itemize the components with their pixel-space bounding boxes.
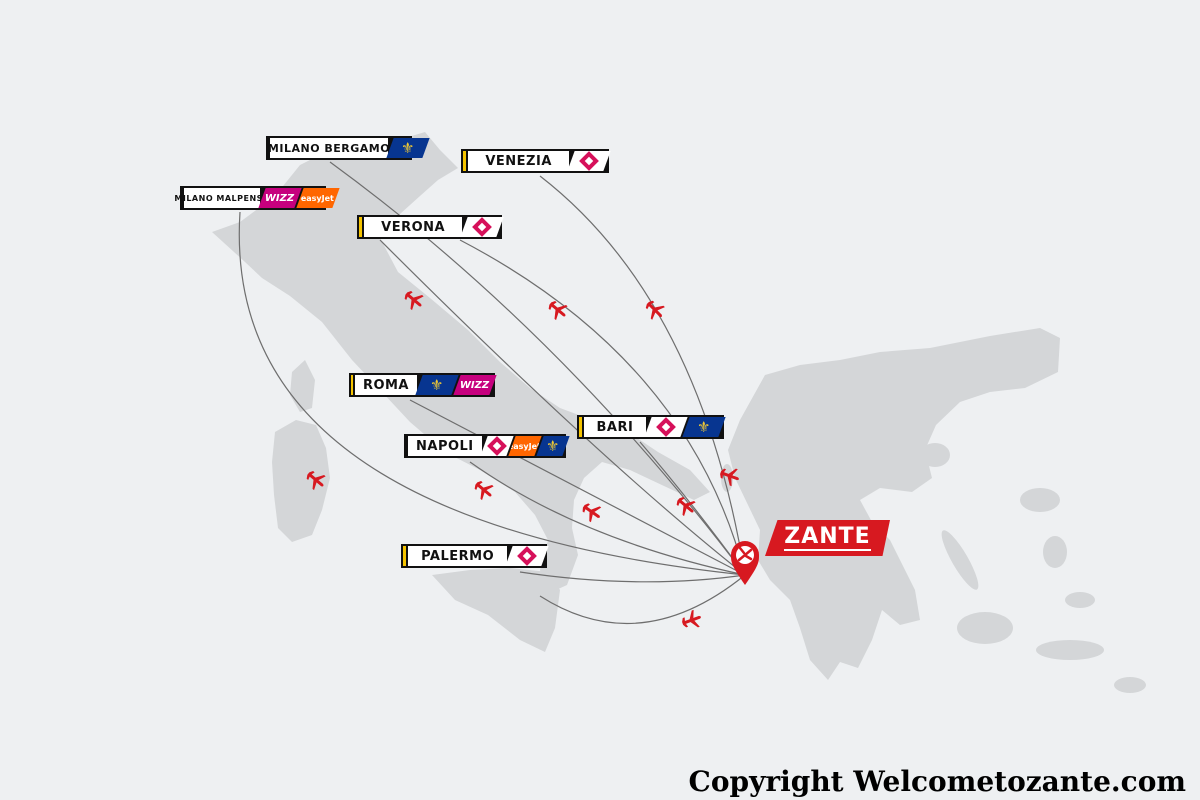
destination-name: ZANTE — [784, 524, 871, 551]
airline-logos: easyJet ⚜ — [480, 436, 570, 456]
airline-logos — [505, 546, 549, 566]
cyclades-landmass — [957, 612, 1013, 644]
plane-markers — [306, 291, 739, 628]
volotea-logo-icon — [460, 217, 504, 237]
city-name: MILANO BERGAMO — [268, 138, 390, 158]
ryanair-logo-icon: ⚜ — [415, 375, 459, 395]
ryanair-logo-icon: ⚜ — [536, 436, 570, 456]
airline-logos — [460, 217, 504, 237]
city-name: NAPOLI — [408, 436, 482, 456]
plane-icon — [474, 481, 494, 501]
greece-landmass — [728, 328, 1060, 680]
wizzair-mark: WIZZ — [265, 192, 295, 204]
plane-icon — [404, 291, 424, 311]
copyright-notice: Copyright Welcometozante.com — [688, 765, 1186, 798]
route-line — [238, 211, 746, 576]
airline-logos — [567, 151, 611, 171]
route-line — [469, 461, 746, 576]
sicily-landmass — [432, 568, 560, 652]
plane-icon — [582, 503, 602, 523]
euboea-landmass — [941, 530, 979, 590]
city-label-venezia[interactable]: VENEZIA — [461, 149, 611, 173]
rhodes-landmass — [1114, 677, 1146, 693]
route-line — [539, 574, 746, 625]
wizzair-mark: WIZZ — [460, 379, 490, 391]
label-stripe — [403, 546, 407, 566]
route-line — [519, 571, 746, 583]
city-name: MILANO MALPENSA — [174, 188, 269, 208]
chalkidiki-landmass — [920, 443, 950, 467]
label-stripe — [463, 151, 467, 171]
ryanair-logo-icon: ⚜ — [682, 417, 726, 437]
italy-landmass — [212, 132, 710, 595]
city-name: ROMA — [354, 375, 417, 395]
city-label-palermo[interactable]: PALERMO — [401, 544, 549, 568]
airline-logos: WIZZ easyJet — [258, 188, 340, 208]
city-label-bari[interactable]: BARI ⚜ — [577, 415, 726, 439]
plane-icon — [548, 301, 568, 321]
city-label-verona[interactable]: VERONA — [357, 215, 504, 239]
city-label-milano-bergamo[interactable]: MILANO BERGAMO ⚜ — [266, 136, 430, 160]
route-line — [409, 399, 746, 576]
ryanair-logo-icon: ⚜ — [386, 138, 430, 158]
wizzair-logo-icon: WIZZ — [258, 188, 302, 208]
easyjet-logo-icon: easyJet — [296, 188, 340, 208]
city-label-roma[interactable]: ROMA ⚜ WIZZ — [349, 373, 497, 397]
airport-pin-icon[interactable] — [731, 541, 759, 585]
dodecanese-landmass — [1036, 640, 1104, 660]
airline-logos: ⚜ — [644, 417, 726, 437]
label-stripe — [359, 217, 363, 237]
city-label-milano-malpensa[interactable]: MILANO MALPENSA WIZZ easyJet — [174, 186, 340, 210]
city-name: VENEZIA — [468, 151, 569, 171]
easyjet-mark: easyJet — [508, 441, 542, 451]
route-line — [539, 175, 746, 576]
volotea-logo-icon — [644, 417, 688, 437]
plane-icon — [306, 471, 326, 491]
city-name: BARI — [583, 417, 646, 437]
volotea-logo-icon — [567, 151, 611, 171]
airline-logos: ⚜ — [386, 138, 430, 158]
plane-icon — [676, 497, 696, 517]
city-name: PALERMO — [408, 546, 507, 566]
wizzair-logo-icon: WIZZ — [453, 375, 497, 395]
destination-badge[interactable]: ZANTE — [765, 520, 890, 556]
city-label-napoli[interactable]: NAPOLI easyJet ⚜ — [404, 434, 570, 458]
sardinia-landmass — [272, 420, 330, 542]
chios-landmass — [1043, 536, 1067, 568]
easyjet-mark: easyJet — [301, 193, 335, 203]
plane-icon — [720, 468, 739, 487]
route-line — [329, 161, 746, 576]
volotea-logo-icon — [505, 546, 549, 566]
label-stripe — [351, 375, 353, 395]
plane-icon — [645, 300, 665, 320]
corsica-landmass — [290, 360, 315, 412]
label-stripe — [579, 417, 582, 437]
lesbos-landmass — [1020, 488, 1060, 512]
airline-logos: ⚜ WIZZ — [415, 375, 497, 395]
samos-landmass — [1065, 592, 1095, 608]
plane-icon — [682, 609, 701, 628]
city-name: VERONA — [364, 217, 462, 237]
route-line — [459, 239, 746, 576]
